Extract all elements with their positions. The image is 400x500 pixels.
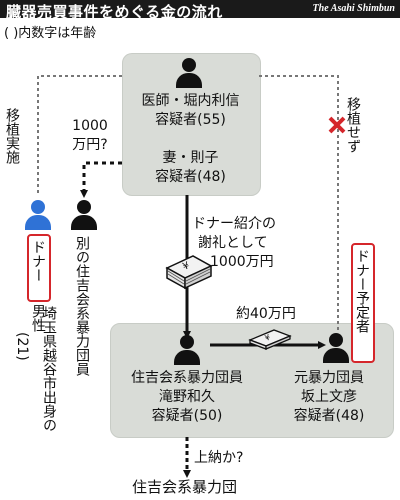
- donor-badge-text: ドナー: [30, 240, 46, 282]
- payment-question-label: 1000 万円?: [60, 117, 120, 155]
- donor-age: (21): [14, 332, 30, 361]
- implant-not-line: [259, 75, 339, 330]
- implant-done-label: 移植実施: [4, 108, 20, 164]
- prospective-donor-badge: ドナー予定者: [351, 243, 375, 363]
- wife-label: 妻・則子 容疑者(48): [118, 149, 263, 187]
- takino-name: 滝野和久: [159, 389, 215, 405]
- sakagami-label: 元暴力団員 坂上文彦 容疑者(48): [266, 369, 392, 426]
- wife-name: 妻・則子: [162, 150, 219, 166]
- sakagami-affiliation: 元暴力団員: [294, 370, 364, 386]
- credit: The Asahi Shimbun: [312, 3, 395, 14]
- payment-question-unit: 万円?: [72, 137, 108, 153]
- fee-line1: ドナー紹介の: [192, 216, 276, 232]
- donor-icon: [25, 200, 51, 230]
- money-stack-icon: ¥: [165, 255, 213, 290]
- fee-line2: 謝礼として: [198, 235, 268, 251]
- implant-done-line: [37, 75, 122, 196]
- doctor-icon: [176, 58, 202, 88]
- fee-line3: 1000万円: [210, 254, 274, 270]
- diagram-title: 臓器売買事件をめぐる金の流れ: [6, 3, 223, 21]
- payment-question-amount: 1000: [72, 118, 108, 134]
- other-gang-icon: [71, 200, 97, 230]
- small-money-icon: ¥: [248, 329, 292, 350]
- wife-status: 容疑者(48): [155, 169, 226, 185]
- takino-affiliation: 住吉会系暴力団員: [131, 370, 243, 386]
- gang-label: 住吉会系暴力団: [132, 478, 238, 496]
- implant-not-label: 移植せず: [345, 97, 361, 153]
- prospective-donor-badge-text: ドナー予定者: [354, 249, 370, 333]
- svg-text:¥: ¥: [264, 333, 272, 343]
- sakagami-name: 坂上文彦: [301, 389, 357, 405]
- takino-label: 住吉会系暴力団員 滝野和久 容疑者(50): [112, 369, 262, 426]
- age-note: ( )内数字は年齢: [4, 26, 97, 41]
- sakagami-icon: [323, 333, 349, 363]
- other-gang-label: 別の住吉会系暴力団員: [74, 236, 90, 376]
- x-icon: [328, 116, 346, 134]
- title-bar: [0, 0, 400, 18]
- donor-desc: 男性: [30, 304, 46, 332]
- takino-icon: [174, 335, 200, 365]
- tribute-label: 上納か?: [194, 450, 244, 466]
- about40-label: 約40万円: [236, 306, 296, 322]
- takino-status: 容疑者(50): [151, 408, 223, 424]
- fee-label: ドナー紹介の 謝礼として 1000万円: [192, 215, 292, 272]
- doctor-label: 医師・堀内利信 容疑者(55): [118, 92, 263, 130]
- payment-question-arrow: [80, 161, 122, 198]
- doctor-status: 容疑者(55): [155, 112, 226, 128]
- sakagami-status: 容疑者(48): [293, 408, 365, 424]
- donor-origin: 埼玉県越谷市出身の: [41, 306, 57, 432]
- svg-text:¥: ¥: [181, 260, 191, 273]
- donor-badge: ドナー: [27, 234, 51, 302]
- gang-members-box: [110, 323, 394, 438]
- doctor-name: 医師・堀内利信: [141, 93, 240, 109]
